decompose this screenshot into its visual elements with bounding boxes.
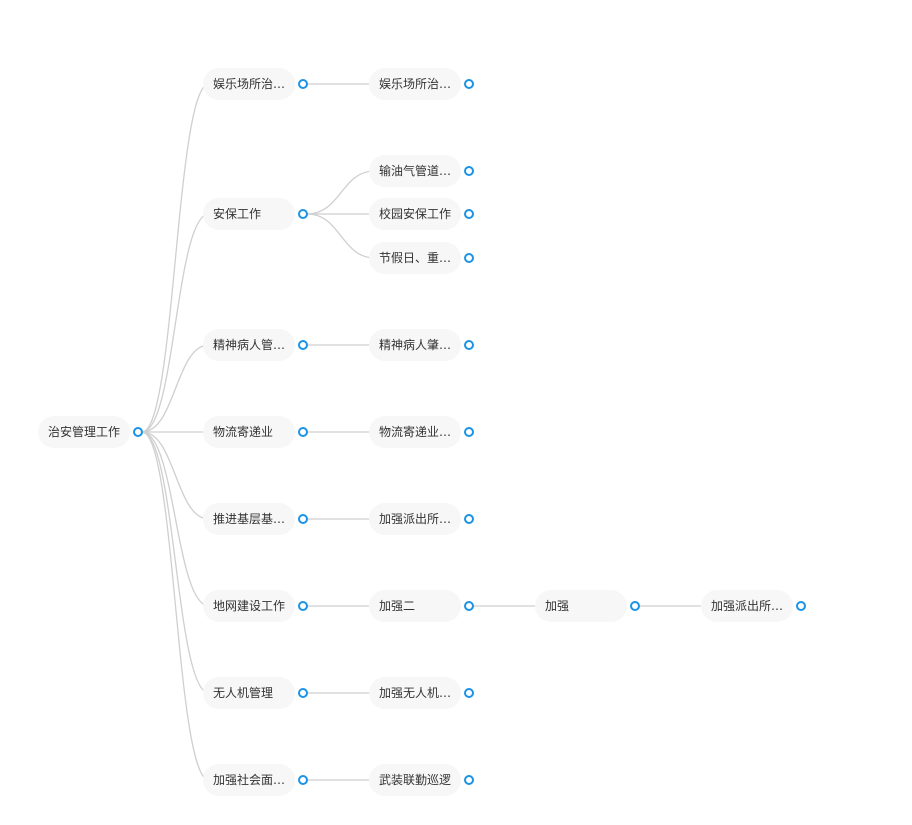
node-box bbox=[203, 590, 295, 622]
node-label: 无人机管理 bbox=[213, 685, 273, 700]
mind-node-n7[interactable]: 无人机管理 bbox=[203, 677, 295, 709]
expand-collapse-circle-icon[interactable] bbox=[298, 601, 308, 611]
node-label: 加强派出所… bbox=[379, 512, 451, 526]
node-label: 推进基层基… bbox=[213, 512, 285, 526]
node-box bbox=[203, 416, 295, 448]
node-label: 加强无人机… bbox=[379, 686, 451, 700]
expand-collapse-circle-icon[interactable] bbox=[298, 427, 308, 437]
mind-node-root[interactable]: 治安管理工作 bbox=[38, 416, 130, 448]
edge-root-n7 bbox=[141, 431, 210, 694]
node-box bbox=[203, 198, 295, 230]
expand-collapse-circle-icon[interactable] bbox=[133, 427, 143, 437]
expand-collapse-circle-icon[interactable] bbox=[298, 340, 308, 350]
mind-node-n2c3[interactable]: 节假日、重… bbox=[369, 242, 461, 274]
expand-collapse-circle-icon[interactable] bbox=[298, 688, 308, 698]
mind-node-n6c1c1[interactable]: 加强 bbox=[535, 590, 627, 622]
node-box bbox=[369, 242, 461, 274]
expand-collapse-circle-icon[interactable] bbox=[298, 79, 308, 89]
node-box bbox=[203, 329, 295, 361]
node-label: 娱乐场所治… bbox=[213, 77, 285, 91]
edge-root-n5 bbox=[141, 431, 210, 520]
edge-root-n1 bbox=[141, 83, 210, 433]
mind-node-n8c1[interactable]: 武装联勤巡逻 bbox=[369, 764, 461, 796]
expand-collapse-circle-icon[interactable] bbox=[298, 775, 308, 785]
node-box bbox=[369, 68, 461, 100]
node-label: 治安管理工作 bbox=[48, 424, 120, 439]
mind-node-n6[interactable]: 地网建设工作 bbox=[203, 590, 295, 622]
expand-collapse-circle-icon[interactable] bbox=[464, 79, 474, 89]
expand-collapse-circle-icon[interactable] bbox=[464, 209, 474, 219]
mind-node-n8[interactable]: 加强社会面… bbox=[203, 764, 295, 796]
mind-node-n4[interactable]: 物流寄递业 bbox=[203, 416, 295, 448]
mind-node-n5c1[interactable]: 加强派出所… bbox=[369, 503, 461, 535]
mind-node-n1[interactable]: 娱乐场所治… bbox=[203, 68, 295, 100]
mind-node-n2c2[interactable]: 校园安保工作 bbox=[369, 198, 461, 230]
node-box bbox=[38, 416, 130, 448]
node-label: 物流寄递业… bbox=[379, 424, 451, 439]
node-box bbox=[369, 416, 461, 448]
node-box bbox=[369, 590, 461, 622]
node-label: 加强派出所… bbox=[711, 599, 783, 613]
node-label: 节假日、重… bbox=[379, 251, 451, 265]
mind-node-n3c1[interactable]: 精神病人肇… bbox=[369, 329, 461, 361]
mind-node-n6c1c1c1[interactable]: 加强派出所… bbox=[701, 590, 793, 622]
node-box bbox=[369, 677, 461, 709]
expand-collapse-circle-icon[interactable] bbox=[630, 601, 640, 611]
expand-collapse-circle-icon[interactable] bbox=[464, 253, 474, 263]
expand-collapse-circle-icon[interactable] bbox=[464, 427, 474, 437]
mind-node-n1c1[interactable]: 娱乐场所治… bbox=[369, 68, 461, 100]
edge-root-n3 bbox=[141, 344, 210, 433]
node-label: 精神病人管… bbox=[213, 337, 285, 352]
mind-node-n2[interactable]: 安保工作 bbox=[203, 198, 295, 230]
node-label: 物流寄递业 bbox=[213, 424, 273, 439]
mind-node-n3[interactable]: 精神病人管… bbox=[203, 329, 295, 361]
edge-n2-n2c3 bbox=[306, 213, 376, 259]
node-box bbox=[203, 764, 295, 796]
node-box bbox=[535, 590, 627, 622]
mind-node-n2c1[interactable]: 输油气管道… bbox=[369, 155, 461, 187]
node-box bbox=[203, 68, 295, 100]
node-box bbox=[369, 764, 461, 796]
mind-node-n4c1[interactable]: 物流寄递业… bbox=[369, 416, 461, 448]
node-label: 加强 bbox=[545, 599, 569, 613]
expand-collapse-circle-icon[interactable] bbox=[464, 166, 474, 176]
node-label: 地网建设工作 bbox=[213, 599, 285, 613]
node-box bbox=[369, 198, 461, 230]
node-label: 校园安保工作 bbox=[379, 206, 451, 221]
node-box bbox=[701, 590, 793, 622]
mind-map-edges bbox=[141, 83, 707, 781]
edge-n2-n2c1 bbox=[306, 170, 376, 215]
mind-node-n7c1[interactable]: 加强无人机… bbox=[369, 677, 461, 709]
node-box bbox=[369, 155, 461, 187]
expand-collapse-circle-icon[interactable] bbox=[464, 514, 474, 524]
node-label: 安保工作 bbox=[213, 206, 261, 221]
expand-collapse-circle-icon[interactable] bbox=[298, 209, 308, 219]
expand-collapse-circle-icon[interactable] bbox=[464, 601, 474, 611]
expand-collapse-circle-icon[interactable] bbox=[464, 688, 474, 698]
mind-node-n6c1[interactable]: 加强二 bbox=[369, 590, 461, 622]
node-box bbox=[203, 503, 295, 535]
edge-root-n8 bbox=[141, 431, 210, 781]
expand-collapse-circle-icon[interactable] bbox=[464, 775, 474, 785]
expand-collapse-circle-icon[interactable] bbox=[464, 340, 474, 350]
node-label: 娱乐场所治… bbox=[379, 77, 451, 91]
node-box bbox=[369, 503, 461, 535]
mind-node-n5[interactable]: 推进基层基… bbox=[203, 503, 295, 535]
node-label: 加强二 bbox=[379, 599, 415, 613]
edge-root-n2 bbox=[141, 213, 210, 433]
node-label: 加强社会面… bbox=[213, 772, 285, 787]
node-box bbox=[203, 677, 295, 709]
node-label: 武装联勤巡逻 bbox=[379, 773, 451, 787]
expand-collapse-circle-icon[interactable] bbox=[796, 601, 806, 611]
node-label: 输油气管道… bbox=[379, 163, 451, 178]
expand-collapse-circle-icon[interactable] bbox=[298, 514, 308, 524]
edge-root-n6 bbox=[141, 431, 210, 607]
node-label: 精神病人肇… bbox=[379, 337, 451, 352]
node-box bbox=[369, 329, 461, 361]
mind-map-nodes: 治安管理工作 娱乐场所治… 娱乐场所治… 安保工作 输油气管道… 校园安保工作节假日、重…… bbox=[38, 68, 806, 796]
